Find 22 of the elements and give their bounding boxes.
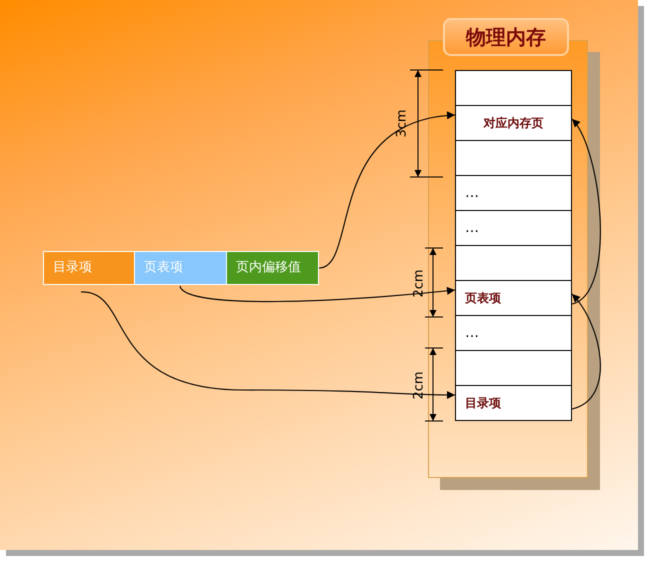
memory-row: 页表项 — [455, 280, 572, 316]
arrow — [180, 286, 456, 302]
memory-row — [455, 70, 572, 106]
panel-title: 物理内存 — [443, 18, 569, 56]
arrow — [80, 291, 455, 399]
memory-row: … — [455, 210, 572, 246]
memory-row: … — [455, 175, 572, 211]
address-field: 目录项 — [43, 251, 135, 285]
memory-row — [455, 140, 572, 176]
memory-row — [455, 245, 572, 281]
arrow — [572, 294, 601, 410]
dimension-label: 2cm — [412, 268, 427, 298]
arrow — [572, 118, 601, 304]
memory-row: … — [455, 315, 572, 351]
memory-row: 对应内存页 — [455, 105, 572, 141]
address-field: 页内偏移值 — [226, 251, 319, 285]
memory-row: 目录项 — [455, 385, 572, 421]
memory-row — [455, 350, 572, 386]
dimension-label: 3cm — [394, 108, 410, 138]
dimension-label: 2cm — [412, 370, 427, 400]
arrow — [318, 112, 456, 269]
address-field: 页表项 — [134, 251, 227, 285]
